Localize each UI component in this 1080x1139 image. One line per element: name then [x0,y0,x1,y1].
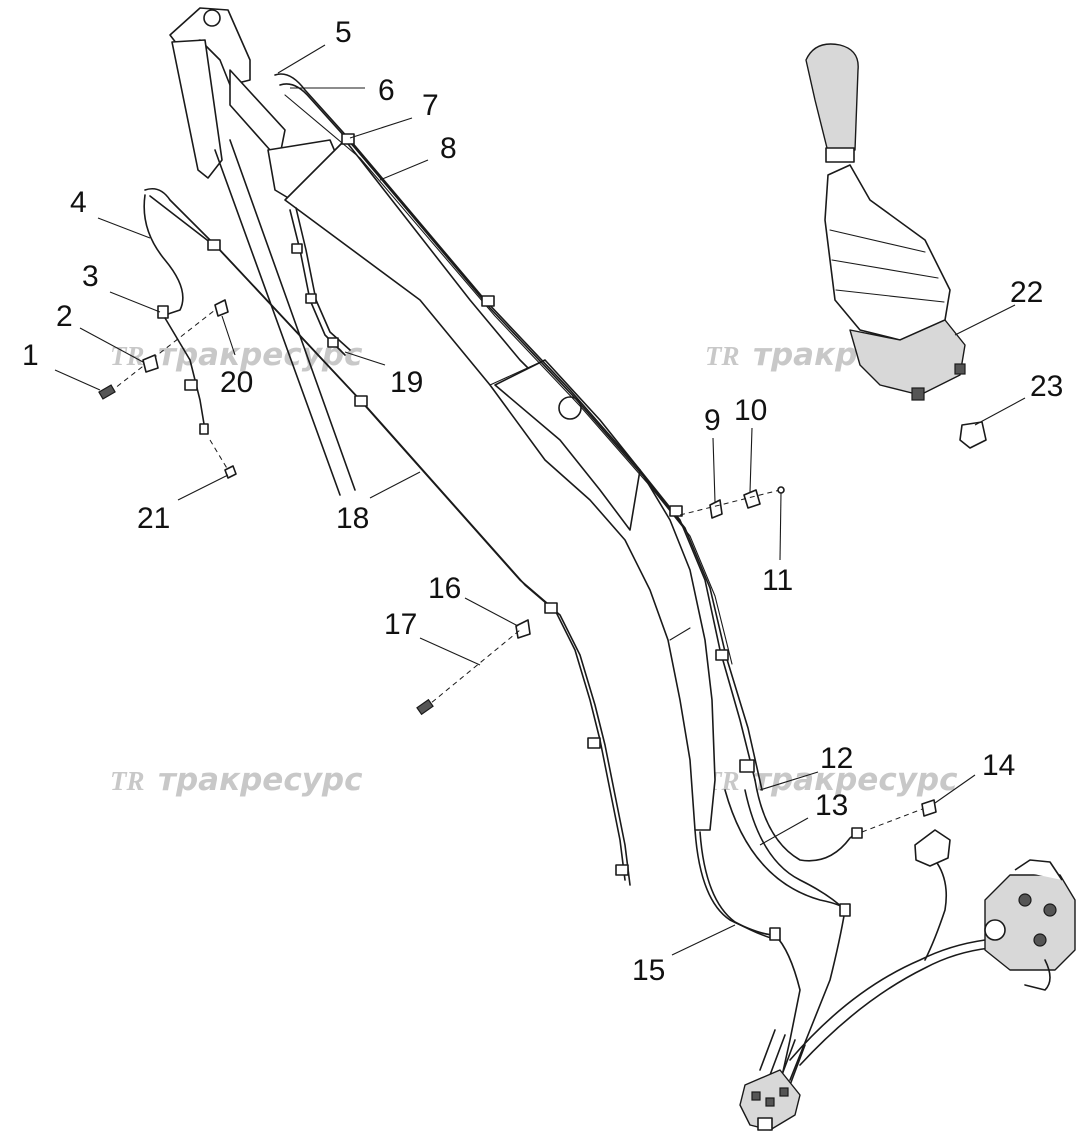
callout-11: 11 [762,564,793,597]
pump-unit [789,829,1076,1066]
boom-front-plate [229,69,286,156]
bolt [416,698,434,716]
hose-4 [143,194,184,316]
callout-10: 10 [734,394,767,427]
watermark-logo: TR [110,341,145,371]
fitting [839,903,851,917]
hose-12 [754,779,859,862]
clamp [481,295,495,307]
fitting [851,827,863,839]
elbow-bracket [494,359,641,531]
clamp [669,505,683,517]
watermark-logo: TR [110,766,145,796]
callout-6: 6 [378,74,395,107]
line-18b [149,195,631,886]
elbow-pin [558,396,582,420]
callout-21: 21 [137,502,170,535]
joystick-collar [825,147,855,163]
callout-2: 2 [56,300,73,333]
lower-hoses [694,779,937,1086]
hose-15 [694,829,801,1086]
screw [777,486,785,494]
callout-16: 16 [428,572,461,605]
clamp [354,395,368,407]
bracket [142,354,159,373]
clamp [587,737,601,749]
small-parts-left [98,299,237,479]
boom-left-leg [171,39,223,179]
fitting [157,305,169,319]
watermark-bottom-left: TR тракресурс [110,762,363,798]
joystick-base [849,319,966,396]
hose-upper-2 [279,83,763,791]
callout-1: 1 [22,339,39,372]
callout-8: 8 [440,132,457,165]
clip [214,299,229,317]
knob [959,421,987,449]
clamp [715,649,729,661]
clamp [743,489,761,509]
pivot-pin [203,9,221,27]
callout-labels: 1 2 3 4 5 6 7 8 9 10 11 12 13 14 15 16 1… [22,16,1063,987]
callout-17: 17 [384,608,417,641]
clamp [341,133,355,145]
bolt [98,384,116,400]
callout-5: 5 [335,16,352,49]
boom-rod [214,139,356,496]
callout-9: 9 [704,404,721,437]
hose-4-and-18 [143,187,631,886]
pump-body [984,874,1076,971]
hose-upper-3 [284,94,733,665]
clip [515,619,531,639]
boom-arm [169,7,716,831]
leader-lines [54,44,1026,956]
callout-19: 19 [390,366,423,399]
callout-4: 4 [70,186,87,219]
clamp [615,864,629,876]
small-parts-right [679,486,785,519]
hose-19 [289,207,351,356]
fitting-14 [921,799,937,817]
callout-23: 23 [1030,370,1063,403]
joystick-boot [824,164,951,341]
watermark-text: тракресурс [753,762,958,798]
joystick-handle [805,43,859,153]
clamp [207,239,221,251]
watermark-logo: TR [705,341,740,371]
clamp [739,759,755,773]
callout-14: 14 [982,749,1015,782]
connector [914,829,951,867]
callout-22: 22 [1010,276,1043,309]
watermark-text: тракресурс [158,762,363,798]
fitting [769,927,781,941]
hose-15b [699,831,781,941]
callout-20: 20 [220,366,253,399]
line-18 [144,187,626,881]
callout-15: 15 [632,954,665,987]
callout-12: 12 [820,742,853,775]
clip [709,499,723,519]
callout-18: 18 [336,502,369,535]
boom-hydraulic-lines [274,73,763,791]
small-parts-16-17 [416,619,531,716]
clamp [544,602,558,614]
joystick [805,43,987,449]
callout-13: 13 [815,789,848,822]
valve-block [739,1029,806,1131]
hose-13 [744,789,846,1081]
hose-upper [274,73,756,781]
callout-3: 3 [82,260,99,293]
callout-7: 7 [422,89,439,122]
